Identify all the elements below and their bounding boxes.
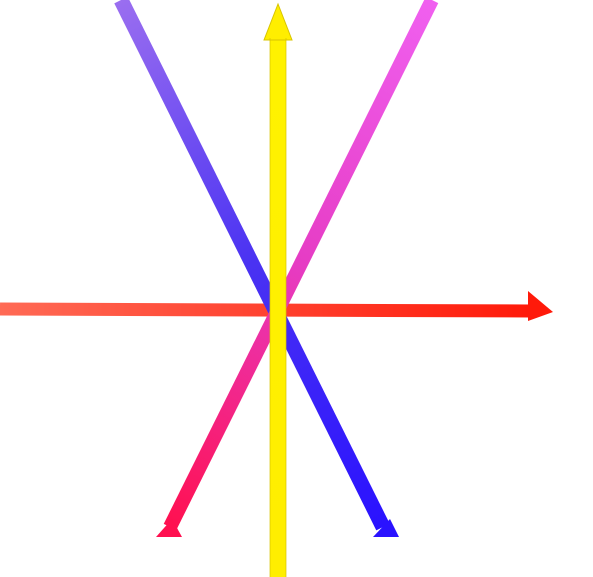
pink-diagonal-stroke	[156, 0, 439, 537]
horizontal-arrow-arrowhead	[528, 291, 553, 321]
blue-diagonal-stroke-arrowhead	[373, 519, 399, 537]
horizontal-arrow-shaft	[0, 302, 531, 318]
blue-diagonal-stroke-shaft	[114, 0, 390, 531]
horizontal-arrow	[0, 291, 553, 321]
vertical-arrow	[263, 2, 293, 577]
pink-diagonal-stroke-arrowhead	[156, 519, 182, 537]
vertical-arrow-arrowhead	[263, 2, 293, 41]
blue-diagonal-stroke	[114, 0, 399, 537]
pink-diagonal-stroke-shaft	[163, 0, 439, 531]
